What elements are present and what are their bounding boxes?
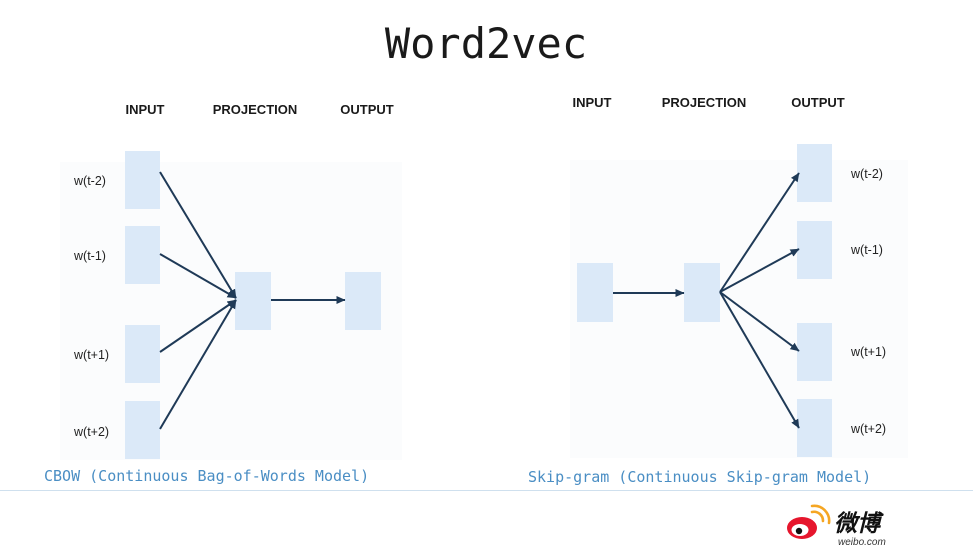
skipgram-label-w-t+2: w(t+2) [850, 422, 886, 436]
skipgram-diagram: INPUT PROJECTION OUTPUT w(t-2) w(t-1) w(… [528, 95, 908, 486]
cbow-caption: CBOW (Continuous Bag-of-Words Model) [44, 467, 369, 485]
cbow-output-header: OUTPUT [340, 102, 394, 117]
skipgram-label-w-t-2: w(t-2) [850, 167, 883, 181]
cbow-arrow-w-t-2-to-projection [159, 171, 237, 299]
skipgram-output-node-w-t+1 [797, 323, 832, 381]
cbow-arrow-w-t+2-to-projection [159, 299, 237, 430]
cbow-arrow-w-t-1-to-projection [159, 253, 237, 299]
skipgram-input-header: INPUT [573, 95, 612, 110]
skipgram-output-header: OUTPUT [791, 95, 845, 110]
cbow-label-w-t+1: w(t+1) [73, 348, 109, 362]
slide-title: Word2vec [385, 19, 587, 68]
weibo-watermark: 微博 weibo.com [787, 504, 886, 548]
skipgram-label-w-t+1: w(t+1) [850, 345, 886, 359]
skipgram-projection-node [684, 263, 720, 322]
cbow-input-header: INPUT [126, 102, 165, 117]
weibo-brand-text: 微博 [834, 511, 884, 537]
skipgram-output-node-w-t-1 [797, 221, 832, 279]
cbow-diagram: INPUT PROJECTION OUTPUT w(t-2) w(t-1) w(… [44, 102, 402, 485]
skipgram-output-node-w-t+2 [797, 399, 832, 457]
skipgram-arrow-projection-to-w-t+1 [719, 291, 800, 352]
skipgram-projection-header: PROJECTION [662, 95, 747, 110]
cbow-label-w-t+2: w(t+2) [73, 425, 109, 439]
cbow-input-node-w-t+1 [125, 325, 160, 383]
skipgram-arrow-projection-to-w-t-2 [719, 172, 800, 293]
cbow-input-node-w-t-1 [125, 226, 160, 284]
weibo-logo-icon [787, 504, 831, 539]
skipgram-input-node [577, 263, 613, 322]
cbow-input-node-w-t+2 [125, 401, 160, 459]
cbow-label-w-t-1: w(t-1) [73, 249, 106, 263]
skipgram-caption: Skip-gram (Continuous Skip-gram Model) [528, 468, 871, 486]
skipgram-label-w-t-1: w(t-1) [850, 243, 883, 257]
cbow-input-node-w-t-2 [125, 151, 160, 209]
cbow-output-node [345, 272, 381, 330]
cbow-projection-node [235, 272, 271, 330]
cbow-arrow-w-t+1-to-projection [159, 299, 237, 353]
skipgram-output-node-w-t-2 [797, 144, 832, 202]
skipgram-arrow-projection-to-w-t-1 [719, 248, 800, 293]
weibo-url-text: weibo.com [838, 537, 886, 548]
cbow-projection-header: PROJECTION [213, 102, 298, 117]
cbow-label-w-t-2: w(t-2) [73, 174, 106, 188]
skipgram-background [570, 160, 908, 458]
skipgram-arrow-projection-to-w-t+2 [719, 291, 800, 429]
